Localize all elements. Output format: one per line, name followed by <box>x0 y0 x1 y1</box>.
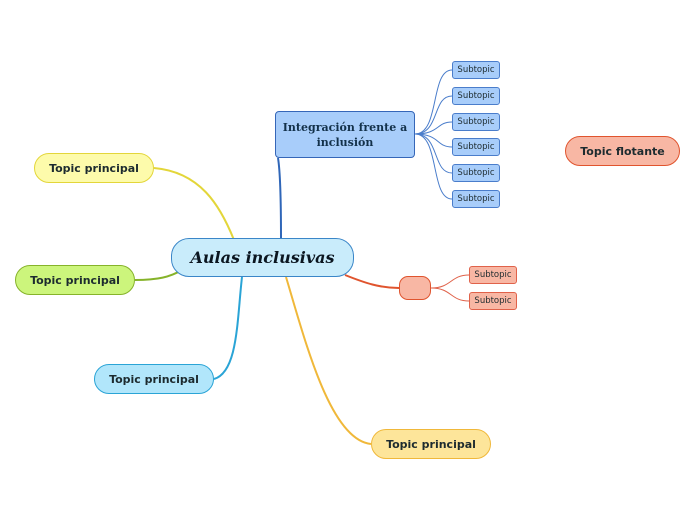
central-topic-label: Aulas inclusivas <box>190 248 335 267</box>
subtopic-label: Subtopic <box>474 270 512 280</box>
connector-integracion <box>277 157 282 240</box>
sub-connector-6 <box>414 133 453 200</box>
sub-connector-4 <box>414 133 453 148</box>
central-topic[interactable]: Aulas inclusivas <box>171 238 354 277</box>
main-topic-label: Integración frente a inclusión <box>282 120 408 149</box>
connector-green <box>134 269 183 281</box>
subtopic-2[interactable]: Subtopic <box>452 87 500 105</box>
subtopic-4[interactable]: Subtopic <box>452 138 500 156</box>
sub-connector-r1 <box>430 274 470 289</box>
subtopic-1[interactable]: Subtopic <box>452 61 500 79</box>
subtopic-label: Subtopic <box>457 194 495 204</box>
unnamed-topic[interactable] <box>399 276 431 300</box>
connector-blue <box>213 276 243 380</box>
sub-connector-3 <box>414 121 453 135</box>
subtopic-red-2[interactable]: Subtopic <box>469 292 517 310</box>
sub-connector-1 <box>414 69 453 135</box>
topic-principal-blue[interactable]: Topic principal <box>94 364 214 394</box>
subtopic-label: Subtopic <box>457 142 495 152</box>
sub-connector-r2 <box>430 287 470 302</box>
subtopic-label: Subtopic <box>457 117 495 127</box>
topic-label: Topic principal <box>386 437 476 451</box>
subtopic-connectors-red <box>430 274 470 302</box>
connector-unnamed <box>344 274 400 289</box>
subtopic-6[interactable]: Subtopic <box>452 190 500 208</box>
topic-label: Topic principal <box>49 161 139 175</box>
connector-yellow <box>153 167 235 241</box>
main-topic-integracion[interactable]: Integración frente a inclusión <box>275 111 415 158</box>
topic-label: Topic principal <box>109 372 199 386</box>
floating-topic-label: Topic flotante <box>580 144 665 158</box>
floating-topic[interactable]: Topic flotante <box>565 136 680 166</box>
subtopic-connectors-blue <box>414 69 453 200</box>
topic-label: Topic principal <box>30 273 120 287</box>
connector-orange <box>285 276 372 445</box>
subtopic-3[interactable]: Subtopic <box>452 113 500 131</box>
topic-principal-green[interactable]: Topic principal <box>15 265 135 295</box>
sub-connector-5 <box>414 133 453 174</box>
topic-principal-yellow[interactable]: Topic principal <box>34 153 154 183</box>
subtopic-red-1[interactable]: Subtopic <box>469 266 517 284</box>
sub-connector-2 <box>414 95 453 135</box>
subtopic-label: Subtopic <box>457 168 495 178</box>
subtopic-label: Subtopic <box>474 296 512 306</box>
topic-principal-orange[interactable]: Topic principal <box>371 429 491 459</box>
subtopic-5[interactable]: Subtopic <box>452 164 500 182</box>
subtopic-label: Subtopic <box>457 91 495 101</box>
subtopic-label: Subtopic <box>457 65 495 75</box>
